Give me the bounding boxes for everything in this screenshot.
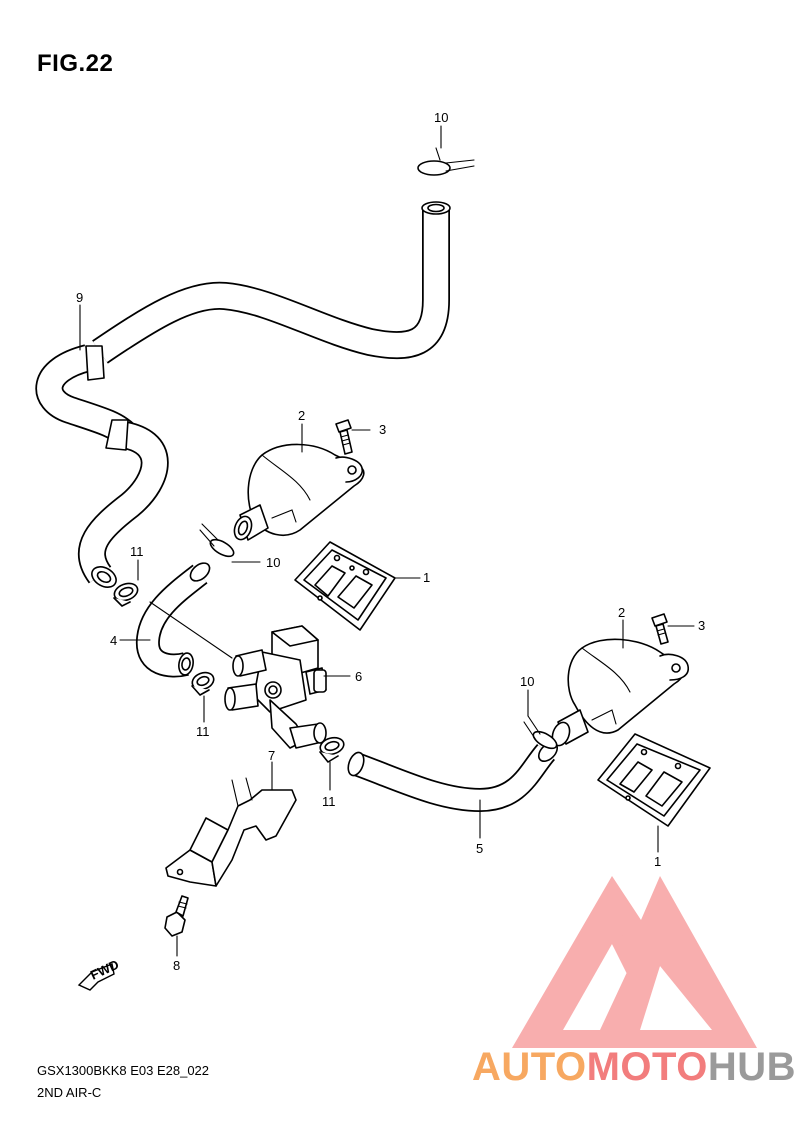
hose-9 <box>35 201 451 588</box>
callout-1-left: 1 <box>423 570 430 585</box>
fwd-arrow-badge: FWD <box>77 957 121 991</box>
reed-valve-cover-2-right <box>551 638 690 747</box>
callout-10-left: 10 <box>266 555 280 570</box>
watermark-part2: MOTO <box>586 1045 708 1089</box>
bracket-7 <box>165 777 297 887</box>
clip-10-left <box>199 523 235 558</box>
callout-7: 7 <box>268 748 275 763</box>
leader-lines <box>79 125 695 957</box>
watermark-logo <box>512 876 757 1048</box>
watermark-text: AUTOMOTOHUB <box>472 1045 796 1090</box>
callout-11-left: 11 <box>130 544 144 559</box>
watermark-part1: AUTO <box>472 1045 587 1089</box>
bolt-3-right <box>651 613 669 645</box>
callout-8: 8 <box>173 958 180 973</box>
clamp-11-left <box>113 582 139 607</box>
callout-2-right: 2 <box>618 605 625 620</box>
clip-10-top <box>417 147 475 176</box>
reed-valve-cover-2-left <box>233 443 365 541</box>
hose-5 <box>347 741 559 812</box>
bolt-8 <box>164 895 189 937</box>
callout-3-left: 3 <box>379 422 386 437</box>
callout-11-low: 11 <box>322 794 336 809</box>
callout-5: 5 <box>476 841 483 856</box>
hose-4 <box>136 562 211 678</box>
reed-valve-1-left <box>294 541 396 631</box>
clamp-11-lower <box>319 736 345 763</box>
callout-1-right: 1 <box>654 854 661 869</box>
clip-10-right <box>523 715 558 750</box>
pair-valve-6 <box>149 601 327 749</box>
callout-9: 9 <box>76 290 83 305</box>
model-code: GSX1300BKK8 E03 E28_022 <box>37 1063 210 1078</box>
section-name: 2ND AIR-C <box>37 1085 102 1100</box>
callout-11-mid: 11 <box>196 724 210 739</box>
callout-10-right: 10 <box>520 674 534 689</box>
callout-3-right: 3 <box>698 618 705 633</box>
reed-valve-1-right <box>597 733 711 827</box>
callout-2-left: 2 <box>298 408 305 423</box>
callout-4: 4 <box>110 633 117 648</box>
figure-title: FIG.22 <box>37 50 114 77</box>
callout-numbers: 10 9 2 3 10 1 11 4 6 11 11 7 5 2 3 10 1 … <box>76 110 705 973</box>
bolt-3-left <box>335 419 353 455</box>
clamp-11-middle <box>191 671 215 696</box>
callout-10-top: 10 <box>434 110 448 125</box>
callout-6: 6 <box>355 669 362 684</box>
watermark-part3: HUB <box>707 1045 797 1089</box>
